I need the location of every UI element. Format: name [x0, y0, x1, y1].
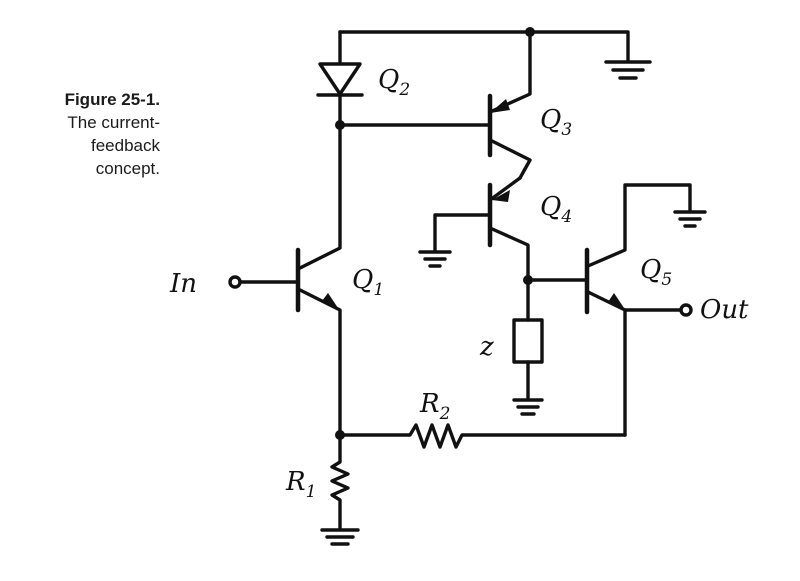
q3-label: Q3 [540, 105, 572, 140]
q3-transistor [487, 30, 532, 180]
q1-label: Q1 [352, 265, 384, 300]
caption-line-3: concept. [95, 159, 160, 178]
q5-label: Q5 [640, 255, 672, 290]
r1-resistor [320, 433, 360, 546]
q4-label: Q4 [540, 192, 572, 227]
q2-diode [316, 30, 364, 127]
q4-q5-node [523, 275, 587, 322]
q1-transistor [228, 123, 342, 437]
q4-transistor [433, 176, 530, 282]
q2-label: Q2 [378, 65, 410, 100]
figure-caption: Figure 25-1. The current- feedback conce… [0, 88, 160, 180]
output-label: Out [700, 295, 749, 325]
caption-line-1: The current- [67, 113, 160, 132]
input-label: In [169, 269, 197, 299]
z-label: z [479, 332, 494, 362]
figure-number: Figure 25-1. [64, 90, 160, 109]
r1-label: R1 [285, 467, 316, 502]
ground-symbol-top [604, 60, 652, 80]
ground-symbol-q4 [418, 250, 452, 268]
ground-symbol-q5 [673, 210, 707, 228]
z-impedance [512, 318, 544, 416]
q2-q3-base-wire [335, 120, 492, 130]
q5-transistor [584, 183, 693, 437]
top-rail [338, 27, 630, 62]
r2-resistor [335, 423, 627, 449]
r2-label: R2 [419, 389, 450, 424]
caption-line-2: feedback [91, 136, 160, 155]
